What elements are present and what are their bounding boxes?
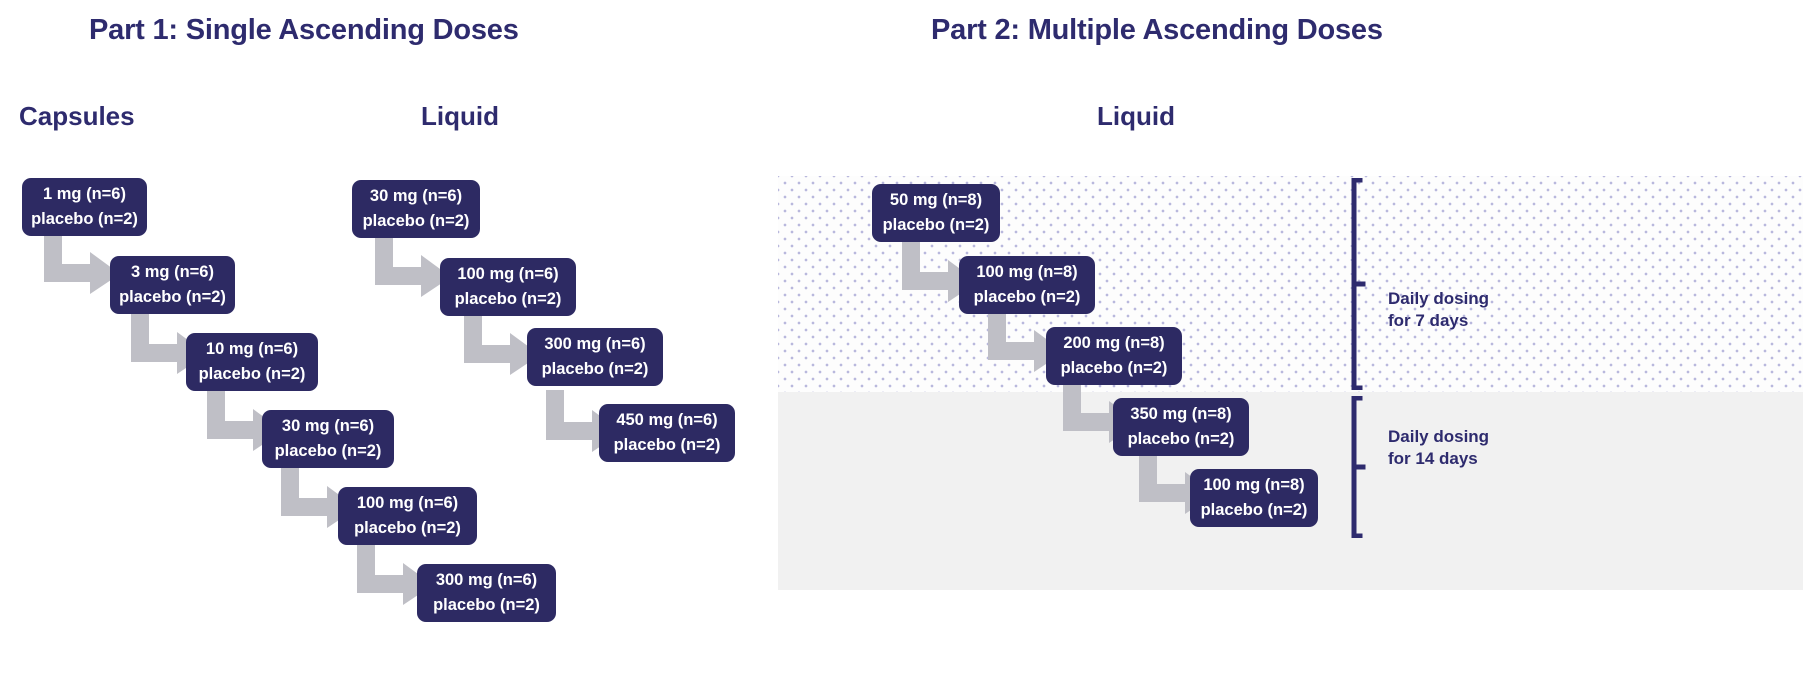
bracket-7-days xyxy=(1350,178,1366,390)
dose-label: 100 mg (n=8) xyxy=(976,263,1078,281)
dose-box-mad-4[interactable]: 350 mg (n=8) placebo (n=2) xyxy=(1113,398,1249,456)
placebo-label: placebo (n=2) xyxy=(31,210,138,228)
placebo-label: placebo (n=2) xyxy=(454,290,562,308)
placebo-label: placebo (n=2) xyxy=(882,216,990,234)
bracket-label-14-days: Daily dosing for 14 days xyxy=(1388,426,1489,470)
placebo-label: placebo (n=2) xyxy=(973,288,1081,306)
dose-box-capsules-5[interactable]: 100 mg (n=6) placebo (n=2) xyxy=(338,487,477,545)
bracket-label-line1: Daily dosing xyxy=(1388,289,1490,308)
placebo-label: placebo (n=2) xyxy=(1200,501,1308,519)
arrow-capsules-1-to-2 xyxy=(44,232,120,294)
dose-label: 100 mg (n=6) xyxy=(457,265,559,283)
placebo-label: placebo (n=2) xyxy=(274,442,382,460)
part2-title: Part 2: Multiple Ascending Doses xyxy=(931,14,1383,46)
dose-label: 1 mg (n=6) xyxy=(43,185,126,203)
placebo-label: placebo (n=2) xyxy=(433,596,540,614)
dose-box-mad-3[interactable]: 200 mg (n=8) placebo (n=2) xyxy=(1046,327,1182,385)
dose-label: 10 mg (n=6) xyxy=(205,340,299,358)
dose-label: 200 mg (n=8) xyxy=(1063,334,1165,352)
arrow-liquid-2-to-3 xyxy=(464,313,540,375)
dose-label: 50 mg (n=8) xyxy=(889,191,983,209)
arrow-mad-2-to-3 xyxy=(988,310,1064,372)
part1-capsules-heading: Capsules xyxy=(19,101,135,131)
placebo-label: placebo (n=2) xyxy=(198,365,306,383)
placebo-label: placebo (n=2) xyxy=(613,436,721,454)
dose-box-capsules-2[interactable]: 3 mg (n=6) placebo (n=2) xyxy=(110,256,235,314)
dose-label: 300 mg (n=6) xyxy=(435,571,538,589)
dose-box-mad-2[interactable]: 100 mg (n=8) placebo (n=2) xyxy=(959,256,1095,314)
part2-liquid-heading: Liquid xyxy=(1097,101,1175,131)
dose-box-mad-5[interactable]: 100 mg (n=8) placebo (n=2) xyxy=(1190,469,1318,527)
bracket-label-line2: for 7 days xyxy=(1388,311,1469,330)
arrow-capsules-5-to-6 xyxy=(357,543,433,605)
dose-box-liquid-1[interactable]: 30 mg (n=6) placebo (n=2) xyxy=(352,180,480,238)
arrow-liquid-1-to-2 xyxy=(375,235,451,297)
dose-label: 100 mg (n=6) xyxy=(356,494,459,512)
dose-box-capsules-6[interactable]: 300 mg (n=6) placebo (n=2) xyxy=(417,564,556,622)
placebo-label: placebo (n=2) xyxy=(354,519,461,537)
dose-box-liquid-4[interactable]: 450 mg (n=6) placebo (n=2) xyxy=(599,404,735,462)
placebo-label: placebo (n=2) xyxy=(1127,430,1235,448)
placebo-label: placebo (n=2) xyxy=(362,212,470,230)
dose-box-liquid-2[interactable]: 100 mg (n=6) placebo (n=2) xyxy=(440,258,576,316)
placebo-label: placebo (n=2) xyxy=(1060,359,1168,377)
dose-box-liquid-3[interactable]: 300 mg (n=6) placebo (n=2) xyxy=(527,328,663,386)
placebo-label: placebo (n=2) xyxy=(541,360,649,378)
bracket-14-days xyxy=(1350,396,1366,538)
bracket-label-line2: for 14 days xyxy=(1388,449,1478,468)
dose-label: 350 mg (n=8) xyxy=(1130,405,1232,423)
dose-label: 300 mg (n=6) xyxy=(544,335,646,353)
placebo-label: placebo (n=2) xyxy=(119,288,226,306)
dose-label: 3 mg (n=6) xyxy=(131,263,214,281)
dose-label: 30 mg (n=6) xyxy=(369,187,463,205)
dose-box-capsules-4[interactable]: 30 mg (n=6) placebo (n=2) xyxy=(262,410,394,468)
dose-label: 30 mg (n=6) xyxy=(281,417,375,435)
part1-title: Part 1: Single Ascending Doses xyxy=(89,14,519,46)
bracket-label-line1: Daily dosing xyxy=(1388,427,1490,446)
bracket-label-7-days: Daily dosing for 7 days xyxy=(1388,288,1489,332)
dose-box-capsules-1[interactable]: 1 mg (n=6) placebo (n=2) xyxy=(22,178,147,236)
part1-liquid-heading: Liquid xyxy=(421,101,499,131)
dose-label: 450 mg (n=6) xyxy=(616,411,718,429)
dose-label: 100 mg (n=8) xyxy=(1203,476,1305,494)
dose-box-mad-1[interactable]: 50 mg (n=8) placebo (n=2) xyxy=(872,184,1000,242)
dose-box-capsules-3[interactable]: 10 mg (n=6) placebo (n=2) xyxy=(186,333,318,391)
